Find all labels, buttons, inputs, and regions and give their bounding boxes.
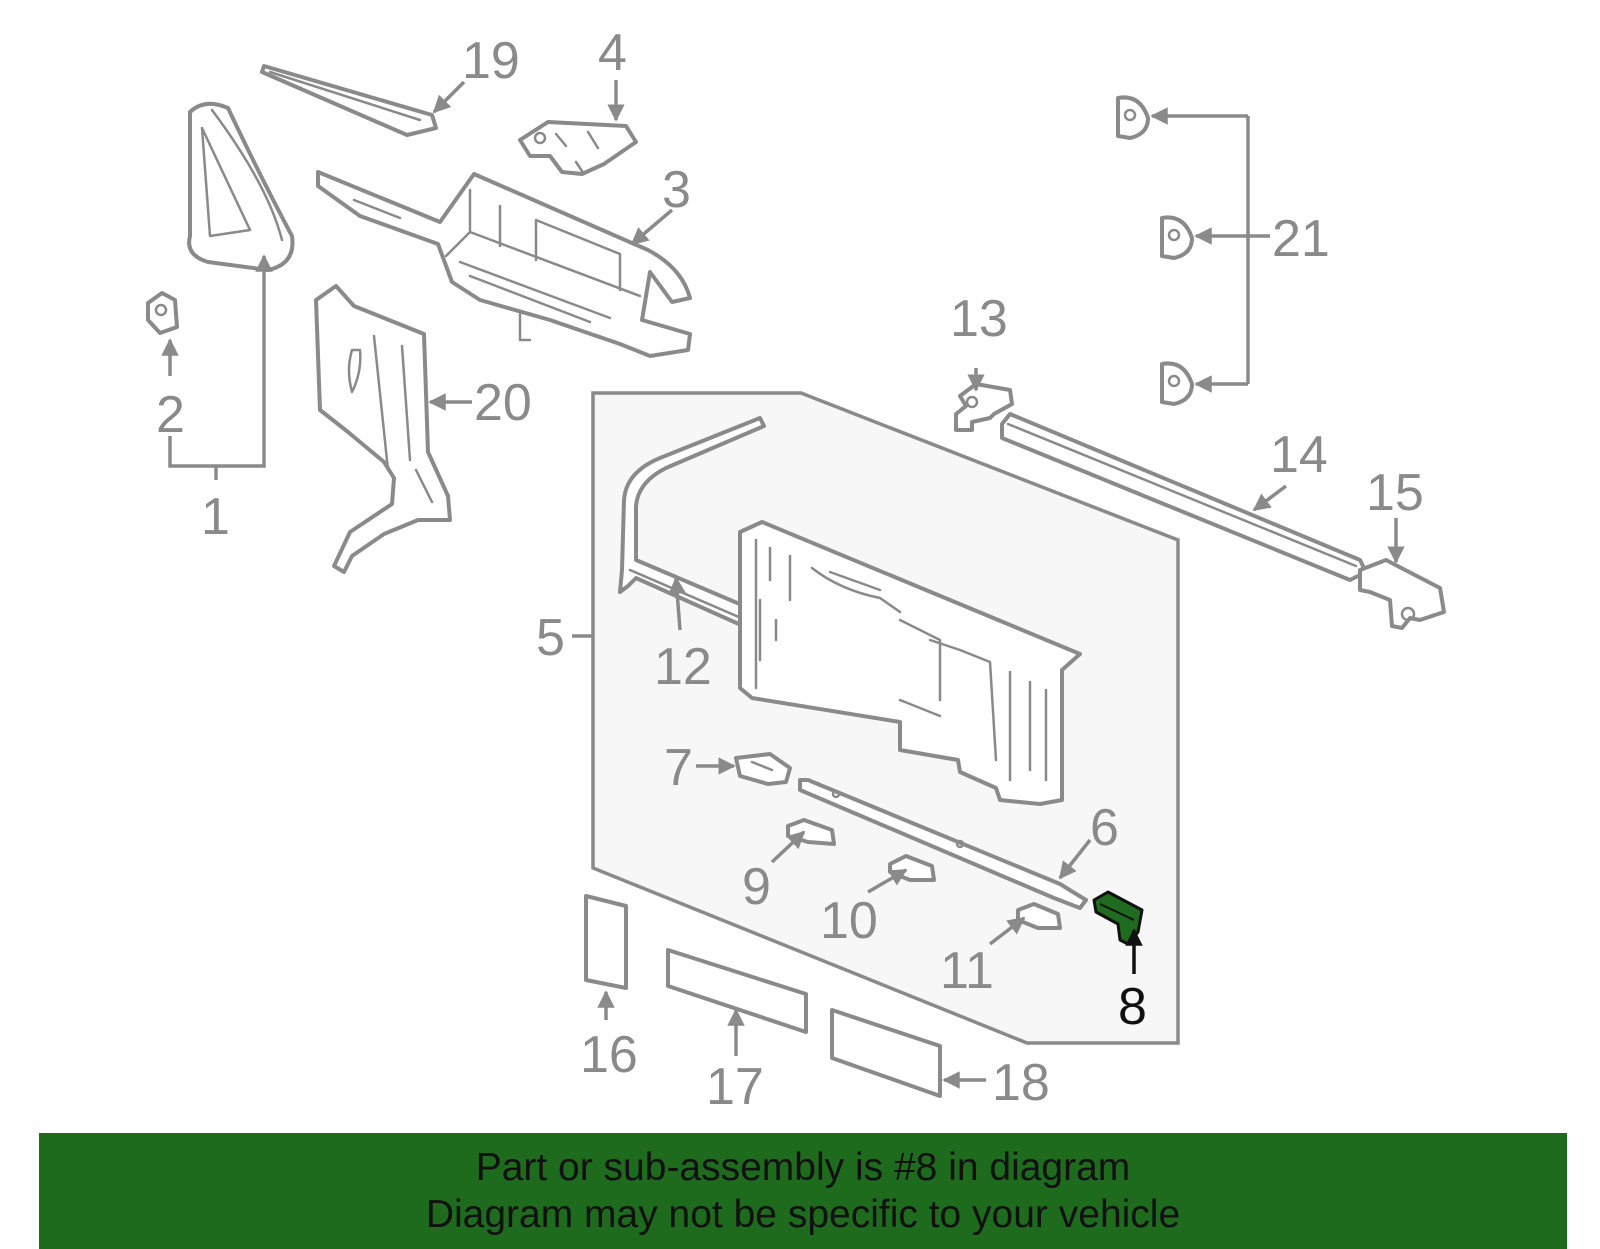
callout-14: 14: [1270, 426, 1328, 484]
callout-7: 7: [664, 739, 693, 797]
part-4-bracket[interactable]: [518, 120, 638, 176]
part-20-side-duct[interactable]: [314, 284, 452, 574]
callout-1: 1: [201, 488, 230, 546]
callout-19: 19: [462, 32, 520, 90]
part-21-cap-middle[interactable]: [1160, 215, 1194, 260]
callout-13: 13: [950, 290, 1008, 348]
leader-lines: [161, 80, 1405, 1089]
part-21-cap-bottom[interactable]: [1160, 361, 1194, 406]
callout-16: 16: [580, 1026, 638, 1084]
part-13-bracket[interactable]: [954, 382, 1014, 432]
banner-line-2: Diagram may not be specific to your vehi…: [425, 1193, 1181, 1236]
callout-3: 3: [662, 161, 691, 219]
part-19-trim-strip[interactable]: [260, 64, 438, 137]
callout-8: 8: [1118, 978, 1147, 1036]
part-18-pad[interactable]: [830, 1008, 942, 1098]
callout-10: 10: [820, 892, 878, 950]
part-15-end-bracket[interactable]: [1358, 558, 1446, 630]
callout-4: 4: [598, 24, 627, 82]
callout-11: 11: [940, 942, 994, 1000]
callout-6: 6: [1090, 799, 1119, 857]
banner-line-1: Part or sub-assembly is #8 in diagram: [475, 1146, 1131, 1189]
callout-labels: 1 2 3 4 5 6 7 8 9 10 11 12 13 14 15 16 1…: [156, 24, 1424, 1116]
callout-17: 17: [706, 1058, 764, 1116]
part-3-upper-frame[interactable]: [316, 170, 692, 358]
part-1-side-frame[interactable]: [187, 101, 295, 272]
info-banner: Part or sub-assembly is #8 in diagram Di…: [39, 1133, 1567, 1249]
callout-12: 12: [654, 638, 712, 696]
callout-18: 18: [992, 1054, 1050, 1112]
callout-15: 15: [1366, 464, 1424, 522]
callout-20: 20: [474, 374, 532, 432]
part-7-bracket[interactable]: [734, 752, 792, 786]
callout-9: 9: [742, 858, 771, 916]
part-17-pad[interactable]: [666, 948, 808, 1034]
callout-5: 5: [536, 609, 565, 667]
callout-2: 2: [156, 386, 185, 444]
part-6-lower-strip[interactable]: [798, 778, 1088, 910]
part-16-pad[interactable]: [584, 894, 628, 990]
part-21-cap-top[interactable]: [1116, 95, 1150, 140]
callout-21: 21: [1272, 210, 1330, 268]
part-5-inner-panel[interactable]: [738, 520, 1082, 806]
part-2-clip[interactable]: [146, 291, 179, 335]
